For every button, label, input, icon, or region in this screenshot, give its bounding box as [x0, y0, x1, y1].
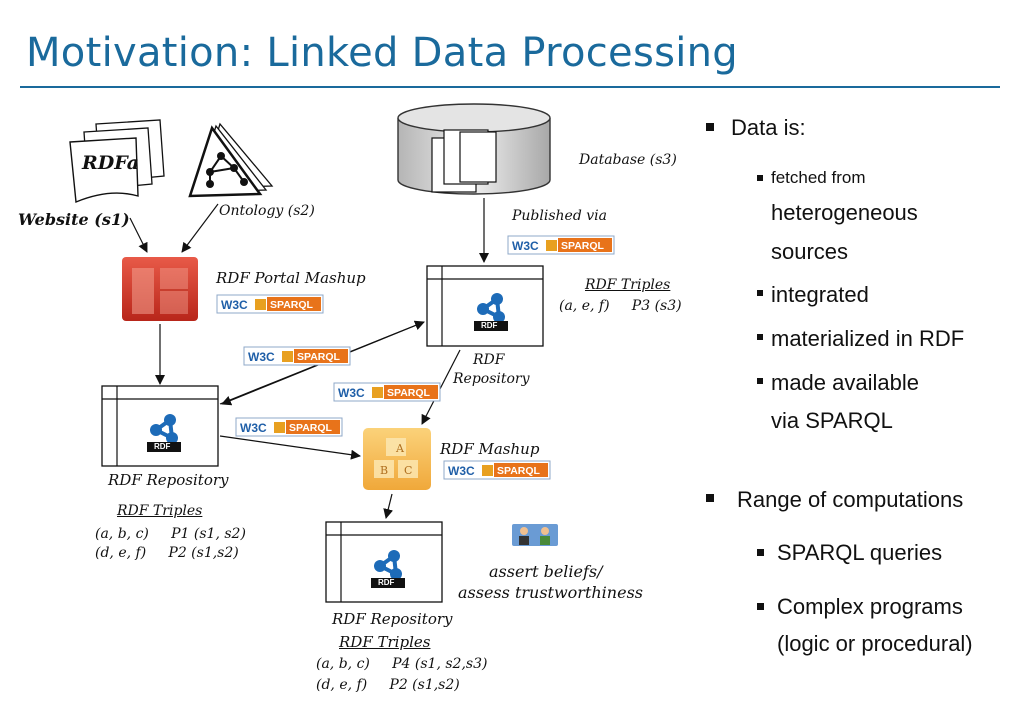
svg-text:W3C: W3C [448, 464, 475, 478]
block-b: B [380, 464, 388, 477]
triples-bottom-row2: (d, e, f) P2 (s1,s2) [316, 677, 460, 693]
bullet-marker [706, 123, 714, 131]
bullet-marker [757, 603, 764, 610]
bullet-marker [757, 334, 763, 340]
triples-left-row2: (d, e, f) P2 (s1,s2) [95, 545, 239, 561]
svg-text:W3C: W3C [240, 421, 267, 435]
svg-text:W3C: W3C [221, 298, 248, 312]
w3c-sparql-badge-link1: W3C SPARQL [243, 346, 351, 366]
triples-left-title: RDF Triples [117, 503, 203, 519]
svg-text:SPARQL: SPARQL [289, 422, 333, 434]
rdfa-document-icon [69, 119, 165, 204]
repo-left-label: RDF Repository [108, 471, 229, 489]
repo-bottom-label: RDF Repository [332, 610, 453, 628]
bullet-fetched-3: sources [771, 239, 849, 264]
bullet-data-is: Data is: [731, 115, 806, 140]
portal-mashup-icon [122, 257, 198, 321]
bullet-marker [757, 175, 763, 181]
mashup-label: RDF Mashup [440, 440, 540, 458]
repo-top-label-2: Repository [453, 371, 530, 387]
bullet-marker [757, 378, 763, 384]
bullet-available-1: made available [771, 370, 919, 395]
repo-top-label-1: RDF [473, 352, 505, 368]
rdf-logo-text: RDF [378, 578, 395, 587]
svg-text:W3C: W3C [338, 386, 365, 400]
bullet-available-2: via SPARQL [771, 408, 893, 433]
svg-text:SPARQL: SPARQL [387, 387, 431, 399]
rdfa-label: RDFa [82, 152, 140, 174]
bullet-sparql-queries: SPARQL queries [777, 540, 943, 565]
assert-label-1: assert beliefs/ [489, 562, 603, 581]
triples-top-title: RDF Triples [585, 277, 671, 293]
rdf-repository-left [101, 385, 219, 467]
ontology-icon [188, 122, 274, 198]
page-title: Motivation: Linked Data Processing [26, 30, 738, 76]
database-label: Database (s3) [579, 152, 677, 168]
website-label: Website (s1) [18, 210, 130, 229]
w3c-sparql-badge-link2: W3C SPARQL [333, 382, 441, 402]
rdf-repository-bottom [325, 521, 443, 603]
w3c-sparql-badge-mashup: W3C SPARQL [443, 460, 551, 480]
svg-text:SPARQL: SPARQL [497, 465, 541, 477]
triples-left-row1: (a, b, c) P1 (s1, s2) [95, 526, 246, 542]
bullet-complex-2: (logic or procedural) [777, 631, 973, 656]
bullet-marker [757, 290, 763, 296]
svg-text:W3C: W3C [512, 239, 539, 253]
assert-label-2: assess trustworthiness [458, 583, 643, 602]
people-icon [512, 524, 558, 546]
published-via-label: Published via [512, 208, 607, 224]
bullet-materialized: materialized in RDF [771, 326, 965, 351]
triples-bottom-row1: (a, b, c) P4 (s1, s2,s3) [316, 656, 488, 672]
rdf-logo-text: RDF [481, 321, 498, 330]
portal-mashup-label: RDF Portal Mashup [216, 269, 366, 287]
bullet-fetched-1: fetched from [771, 168, 866, 187]
svg-text:SPARQL: SPARQL [270, 299, 314, 311]
triples-bottom-title: RDF Triples [339, 633, 431, 651]
w3c-sparql-badge-published: W3C SPARQL [507, 235, 615, 255]
bullet-integrated: integrated [771, 282, 869, 307]
database-icon [397, 103, 551, 195]
ontology-label: Ontology (s2) [219, 203, 315, 219]
bullet-complex-1: Complex programs [777, 594, 963, 619]
w3c-sparql-badge-portal: W3C SPARQL [216, 294, 324, 314]
svg-text:SPARQL: SPARQL [561, 240, 605, 252]
bullet-fetched-2: heterogeneous [771, 200, 918, 225]
triples-top-row: (a, e, f) P3 (s3) [559, 298, 682, 314]
rdf-repository-top [426, 265, 544, 347]
block-a: A [395, 442, 405, 455]
rdf-logo-text: RDF [154, 442, 171, 451]
w3c-sparql-badge-link3: W3C SPARQL [235, 417, 343, 437]
bullet-marker [757, 549, 764, 556]
block-c: C [404, 464, 412, 477]
svg-text:W3C: W3C [248, 350, 275, 364]
bullet-range: Range of computations [737, 487, 964, 512]
svg-text:SPARQL: SPARQL [297, 351, 341, 363]
title-rule [20, 86, 1000, 88]
rdf-mashup-icon [363, 428, 431, 490]
bullet-marker [706, 494, 714, 502]
